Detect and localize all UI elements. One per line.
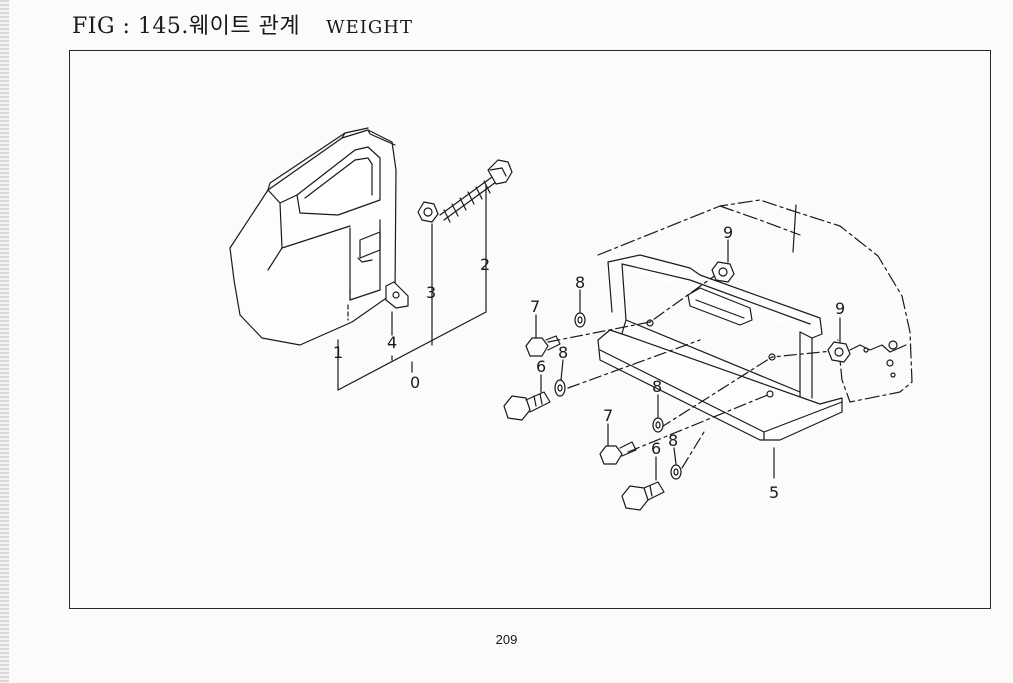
figure-title-english: WEIGHT [326,17,413,38]
callout-9-right: 9 [835,299,845,318]
callout-8-d: 8 [668,431,678,450]
callout-2: 2 [480,255,490,274]
callout-1: 1 [333,343,343,362]
bolt-part-2 [439,159,513,313]
callout-7-lower: 7 [603,406,613,425]
weight-block-part [229,127,397,346]
nut-part-9-right [827,317,851,363]
callout-9-upper: 9 [723,223,733,242]
weight-bracket-part-5 [597,254,843,479]
machine-frame [597,199,913,403]
drawing-frame [69,50,991,609]
figure-code: FIG : 145. [72,14,189,39]
bolt-part-7-lower [599,423,637,465]
callout-8-c: 8 [652,377,662,396]
nut-part-3 [417,201,439,334]
washer-part-8-lower [670,447,682,480]
page-number: 209 [495,632,518,647]
washer-part-8-lower-mid [652,394,664,433]
callout-8-a: 8 [575,273,585,292]
washer-part-8-upper [574,289,586,328]
callout-6-lower: 6 [651,439,661,458]
callout-8-b: 8 [558,343,568,362]
nut-part-9-upper [711,239,735,283]
assembly-bracket-0 [337,287,487,391]
bolt-part-6-upper [503,374,551,421]
bolt-part-7-upper [525,314,561,357]
callout-4: 4 [387,333,397,352]
washer-part-8-mid [554,359,566,397]
callout-3: 3 [426,283,436,302]
plate-part-4 [385,281,409,336]
figure-title-korean: 웨이트 관계 [188,14,301,39]
callout-5: 5 [769,483,779,502]
callout-labels: 0 1 2 3 4 5 6 6 7 7 8 8 8 8 9 9 [333,223,845,502]
callout-6-upper: 6 [536,357,546,376]
callout-0: 0 [410,373,420,392]
scan-binding-edge [0,0,9,683]
callout-7-upper: 7 [530,297,540,316]
bolt-part-6-lower [621,456,665,511]
figure-title: FIG : 145.웨이트 관계 WEIGHT [72,8,413,39]
